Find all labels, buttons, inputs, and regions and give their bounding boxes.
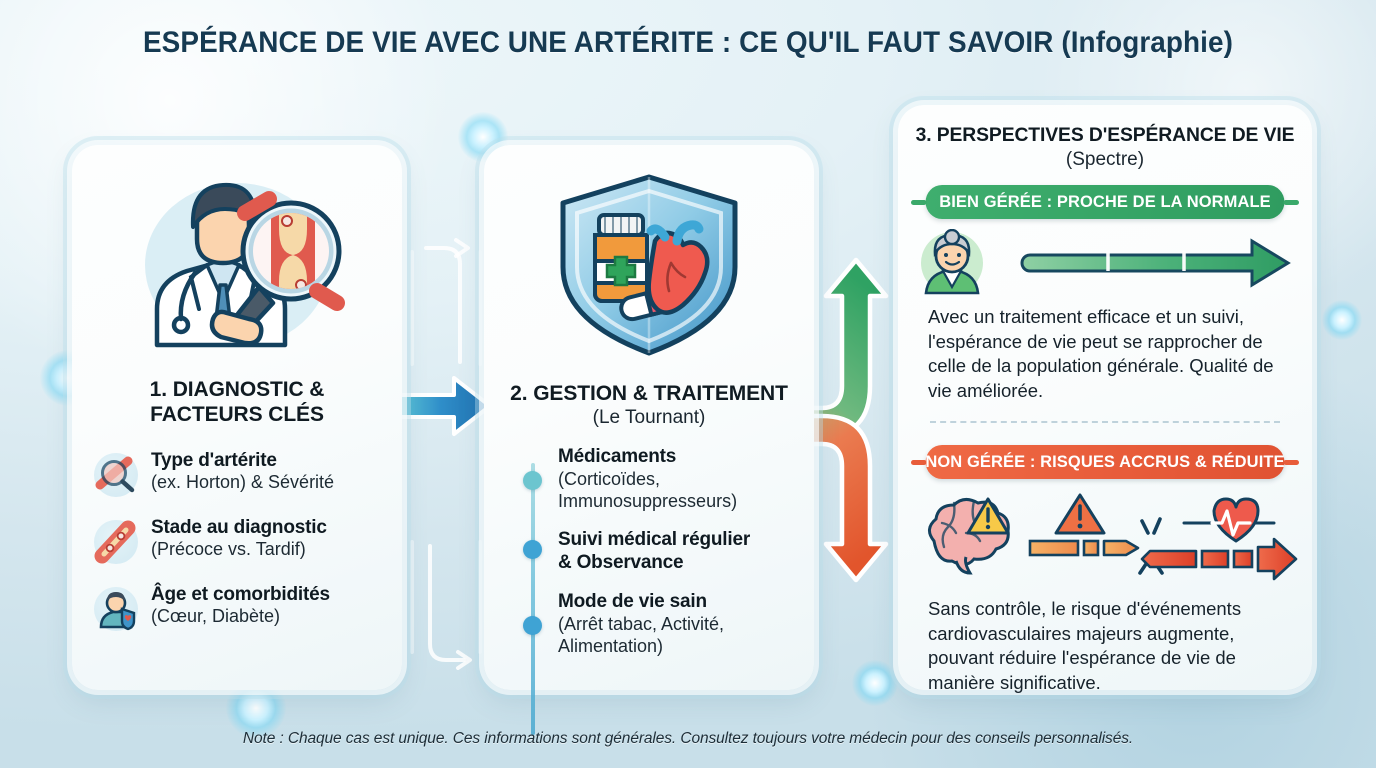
- list-item[interactable]: Âge et comorbidités (Cœur, Diabète): [94, 584, 388, 651]
- list-item[interactable]: Stade au diagnostic (Précoce vs. Tardif): [94, 517, 388, 584]
- step-title: Mode de vie sain: [558, 591, 707, 612]
- badge-wing-left: [911, 199, 927, 205]
- list-item-text: Type d'artérite (ex. Horton) & Sévérité: [151, 450, 388, 493]
- magnifier-artery-icon: [94, 453, 138, 497]
- panel1-heading-line1: 1. DIAGNOSTIC &: [149, 378, 325, 401]
- arrow-panel2-to-panel3-branch: [800, 257, 889, 583]
- elderly-woman-long-green-arrow: [921, 229, 1291, 295]
- panel3-heading-text: 3. PERSPECTIVES D'ESPÉRANCE DE VIE: [915, 124, 1295, 146]
- step-title-line1: Suivi médical régulier: [558, 529, 751, 550]
- artery-cross-section-icon: [94, 520, 138, 564]
- factor-subtitle: (ex. Horton) & Sévérité: [151, 472, 335, 492]
- step-sub-line2: Immunosuppresseurs): [558, 491, 738, 511]
- factor-subtitle: (Précoce vs. Tardif): [151, 539, 306, 559]
- badge-wing-left: [911, 459, 927, 465]
- panel-perspectives: 3. PERSPECTIVES D'ESPÉRANCE DE VIE (Spec…: [898, 105, 1312, 693]
- list-item[interactable]: Suivi médical régulier & Observance: [518, 528, 800, 574]
- badge-wing-right: [1283, 459, 1299, 465]
- timeline-dot: [523, 471, 542, 490]
- shield-pills-heart-illustration: [560, 174, 738, 356]
- good-outcome-text: Avec un traitement efficace et un suivi,…: [928, 306, 1274, 401]
- timeline-dot: [523, 616, 542, 635]
- step-sub-line1: (Arrêt tabac, Activité,: [558, 614, 725, 634]
- arrow-panel1-to-panel2: [398, 376, 492, 436]
- panel2-heading: 2. GESTION & TRAITEMENT (Le Tournant): [492, 381, 806, 429]
- disclaimer-note: Note : Chaque cas est unique. Ces inform…: [242, 730, 1134, 747]
- panel3-heading: 3. PERSPECTIVES D'ESPÉRANCE DE VIE (Spec…: [908, 123, 1302, 171]
- panel1-heading-line2: FACTEURS CLÉS: [150, 403, 324, 426]
- brain-warning-broken-arrow-heart: [928, 493, 1298, 581]
- patient-shield-heart-icon: [94, 587, 138, 631]
- doctor-magnifier-artery-illustration: [145, 182, 345, 348]
- decorative-ghost-arrow-top: [410, 238, 482, 366]
- list-item-text: Médicaments (Corticoïdes, Immunosuppress…: [558, 445, 737, 512]
- list-item-text: Suivi médical régulier & Observance: [558, 528, 750, 574]
- step-title: Médicaments: [558, 446, 677, 467]
- timeline-dot: [523, 540, 542, 559]
- panel1-heading: 1. DIAGNOSTIC & FACTEURS CLÉS: [84, 377, 390, 427]
- glow-dot-5: [1322, 300, 1362, 340]
- list-item[interactable]: Mode de vie sain (Arrêt tabac, Activité,…: [518, 590, 800, 657]
- factor-title: Âge et comorbidités: [151, 584, 330, 605]
- panel-diagnostic: 1. DIAGNOSTIC & FACTEURS CLÉS Type d'art…: [72, 145, 402, 690]
- panel1-factor-list: Type d'artérite (ex. Horton) & Sévérité …: [94, 450, 388, 651]
- list-item-text: Âge et comorbidités (Cœur, Diabète): [151, 584, 388, 627]
- status-badge-label: NON GÉRÉE : RISQUES ACCRUS & RÉDUITE: [925, 452, 1285, 471]
- panel2-heading-text: 2. GESTION & TRAITEMENT: [510, 382, 788, 405]
- decorative-ghost-arrow-bottom: [410, 540, 482, 670]
- list-item[interactable]: Médicaments (Corticoïdes, Immunosuppress…: [518, 445, 800, 512]
- list-item-text: Mode de vie sain (Arrêt tabac, Activité,…: [558, 590, 724, 657]
- page-title: ESPÉRANCE DE VIE AVEC UNE ARTÉRITE : CE …: [142, 26, 1234, 59]
- panel3-subheading-text: (Spectre): [1065, 149, 1145, 170]
- list-item-text: Stade au diagnostic (Précoce vs. Tardif): [151, 517, 388, 560]
- bad-outcome-text: Sans contrôle, le risque d'événements ca…: [928, 598, 1242, 693]
- badge-wing-right: [1283, 199, 1299, 205]
- panel2-subheading-text: (Le Tournant): [592, 407, 706, 428]
- step-sub-line1: (Corticoïdes,: [558, 469, 661, 489]
- status-badge-label: BIEN GÉRÉE : PROCHE DE LA NORMALE: [939, 192, 1271, 211]
- list-item[interactable]: Type d'artérite (ex. Horton) & Sévérité: [94, 450, 388, 517]
- factor-subtitle: (Cœur, Diabète): [151, 606, 281, 626]
- status-badge-unmanaged: NON GÉRÉE : RISQUES ACCRUS & RÉDUITE: [911, 445, 1299, 479]
- status-badge-well-managed: BIEN GÉRÉE : PROCHE DE LA NORMALE: [911, 185, 1299, 219]
- section-divider: [930, 421, 1280, 423]
- timeline-rail: [531, 463, 535, 735]
- panel2-timeline: Médicaments (Corticoïdes, Immunosuppress…: [518, 445, 800, 735]
- factor-title: Type d'artérite: [151, 450, 277, 471]
- step-sub-line2: Alimentation): [558, 636, 664, 656]
- glow-dot-4: [852, 660, 898, 706]
- factor-title: Stade au diagnostic: [151, 517, 327, 538]
- panel-gestion: 2. GESTION & TRAITEMENT (Le Tournant) Mé…: [484, 145, 814, 735]
- step-title-line2: & Observance: [558, 552, 684, 573]
